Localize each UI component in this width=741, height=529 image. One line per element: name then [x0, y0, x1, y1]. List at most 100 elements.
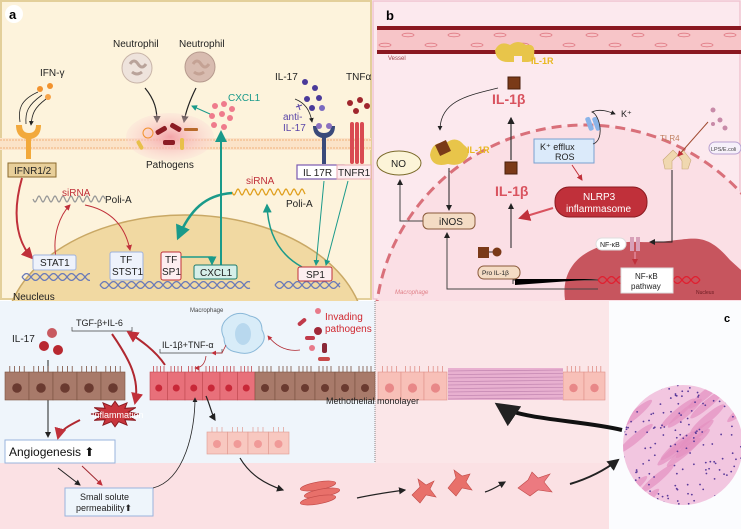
collagen-fiber — [447, 383, 564, 386]
cell-nucleus-dot — [712, 399, 715, 402]
invading-label-2: pathogens — [325, 324, 372, 335]
cell-nucleus — [155, 384, 163, 392]
fibrotic-tissue — [447, 368, 564, 400]
cell-nucleus-dot — [635, 470, 638, 473]
cell-nucleus-dot — [648, 483, 650, 486]
cell-nucleus — [384, 383, 395, 393]
cell-nucleus-dot — [648, 419, 650, 422]
cell-nucleus-dot — [686, 417, 689, 420]
nucleus-label: Neucleus — [13, 292, 55, 303]
dna-strand — [99, 280, 251, 290]
nfkb-pathway-box — [620, 267, 674, 294]
cell-nucleus-dot — [690, 409, 693, 412]
tissue-fiber — [639, 464, 675, 494]
red-blood-cell — [562, 42, 576, 48]
stat1-label: STAT1 — [40, 258, 70, 269]
tf-stst1-label-2: STST1 — [112, 267, 144, 278]
cell-nucleus-dot — [686, 483, 689, 486]
cell-nucleus-dot — [705, 472, 708, 475]
cell-nucleus-dot — [718, 400, 721, 403]
neutrophil-label-2: Neutrophil — [179, 39, 225, 50]
il1b-tnf-label: IL-1β+TNF-α — [162, 340, 214, 350]
sp1-label: SP1 — [306, 270, 325, 281]
cell-nucleus-dot — [676, 450, 679, 453]
il1b-bound — [435, 140, 451, 156]
cell-nucleus — [60, 383, 70, 393]
cell-nucleus-dot — [662, 434, 665, 436]
cell-nucleus-dot — [718, 469, 721, 471]
nucleus-label-b: Nucleus — [696, 290, 715, 296]
nfkb-pathway-label-2: pathway — [631, 282, 661, 291]
cell-nucleus-dot — [692, 463, 695, 466]
dna-strand — [672, 275, 701, 285]
il1r-top-label: IL-1R — [531, 56, 554, 66]
collagen-fiber — [447, 390, 564, 393]
cell-nucleus — [281, 384, 289, 392]
cell-nucleus-dot — [669, 445, 672, 448]
cell-nucleus-dot — [681, 390, 684, 393]
cell-nucleus-dot — [675, 487, 678, 490]
tnf-receptor — [350, 122, 364, 164]
cell-nucleus-dot — [688, 386, 691, 389]
cell-nucleus-dot — [730, 433, 733, 436]
k-efflux-label-1: K⁺ efflux — [540, 142, 575, 152]
cell-nucleus-dot — [625, 433, 627, 436]
cell-nucleus-dot — [653, 426, 656, 429]
monolayer-label: Methothelial monolayer — [326, 396, 419, 406]
cell-nucleus-dot — [649, 446, 652, 449]
cell-nucleus-dot — [709, 460, 712, 463]
cell-nucleus-dot — [702, 443, 705, 446]
cell-nucleus-dot — [735, 458, 737, 461]
cell-nucleus-dot — [676, 385, 679, 387]
cell-nucleus-dot — [704, 404, 707, 407]
cell-nucleus-dot — [732, 415, 734, 418]
cell-nucleus-dot — [690, 493, 693, 496]
cell-nucleus-dot — [661, 495, 664, 498]
cell-nucleus-dot — [731, 452, 734, 455]
tissue-fiber — [667, 398, 702, 428]
pro-il1b-label: Pro IL-1β — [482, 270, 509, 277]
cell-nucleus-dot — [642, 420, 645, 423]
tissue-fiber — [675, 429, 710, 458]
inflammation-label: Inflammation — [92, 410, 144, 420]
cell-nucleus — [407, 383, 418, 393]
red-blood-cell — [677, 32, 691, 38]
cell-nucleus-dot — [673, 464, 676, 467]
cell-nucleus-dot — [680, 414, 682, 416]
sirna-left-label: siRNA — [62, 188, 91, 199]
nfkb-pathway-label-1: NF-κB — [635, 272, 658, 281]
angiogenesis-label: Angiogenesis ⬆ — [9, 445, 94, 459]
lps-label: LPS/E.coli — [711, 147, 736, 153]
il17r-label: IL 17R — [303, 168, 332, 179]
nlrp3-label-1: NLRP3 — [583, 192, 616, 203]
inflammation-burst — [90, 400, 140, 428]
nfkb-complex — [630, 237, 640, 251]
cell-nucleus-dot — [720, 433, 723, 436]
cell-nucleus-dot — [674, 429, 677, 432]
cell-nucleus-dot — [659, 403, 662, 406]
lps-molecules — [710, 107, 728, 131]
cell-nucleus — [274, 440, 283, 448]
panel-label-a: a — [9, 7, 17, 22]
pro-il1b-pill — [477, 265, 521, 280]
cell-nucleus-dot — [731, 425, 733, 428]
sirna-strand-left — [32, 195, 106, 203]
nfkb-label: NF-κB — [600, 242, 620, 249]
cell-nucleus-dot — [678, 412, 681, 415]
cell-nucleus-dot — [692, 437, 695, 439]
cell-nucleus-dot — [635, 469, 638, 471]
tf-stst1-label-1: TF — [120, 255, 132, 266]
cell-nucleus-dot — [677, 502, 680, 505]
cell-nucleus-dot — [714, 462, 717, 465]
cell-nucleus-dot — [721, 457, 724, 460]
cell-nucleus-dot — [674, 394, 677, 397]
tissue-fiber — [623, 423, 653, 453]
cell-nucleus — [261, 384, 269, 392]
cell-nucleus-dot — [659, 426, 662, 429]
solute-permeability-box — [64, 487, 154, 517]
il1b-molecule-mid — [504, 161, 518, 175]
mesothelial-monolayer — [4, 366, 606, 401]
cell-nucleus-dot — [697, 396, 699, 398]
cell-nucleus-dot — [679, 433, 682, 436]
